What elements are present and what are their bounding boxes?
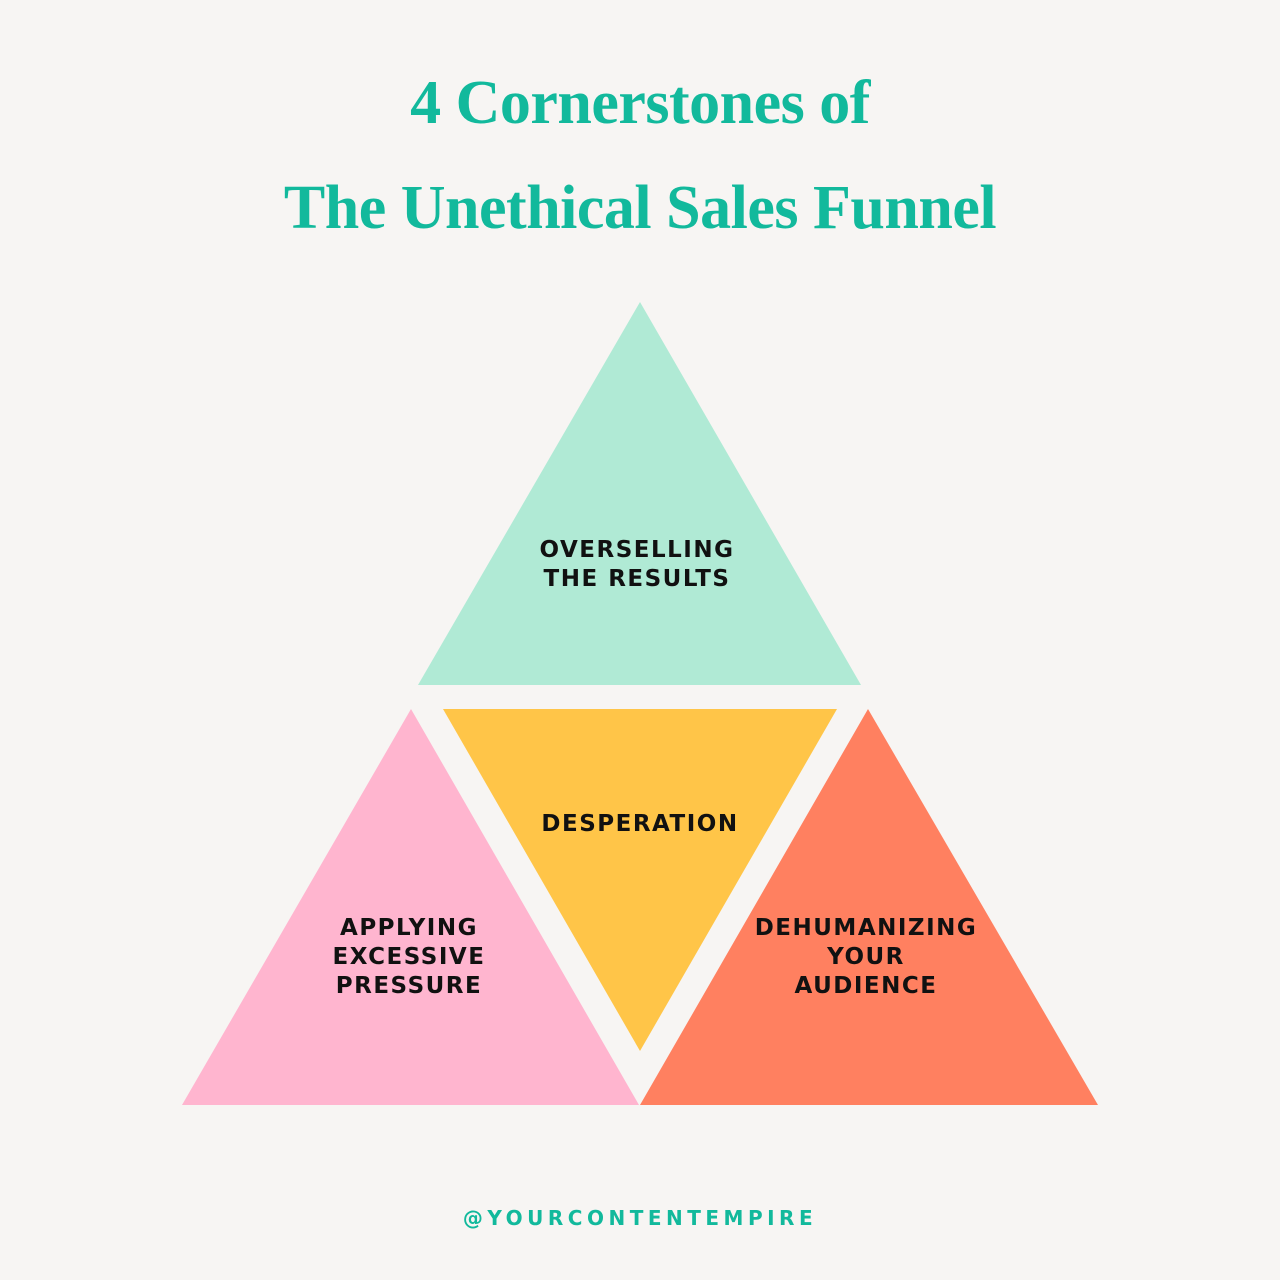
title-line-2: The Unethical Sales Funnel xyxy=(283,174,997,242)
footer-handle: @YOURCONTENTEMPIRE xyxy=(462,1206,818,1230)
label-right: DEHUMANIZING YOUR AUDIENCE xyxy=(754,915,978,999)
triangle-top xyxy=(418,302,861,685)
triangle-left xyxy=(182,709,639,1105)
label-top: OVERSELLING THE RESULTS xyxy=(539,537,735,592)
title-line-1: 4 Cornerstones of xyxy=(410,69,870,137)
triangle-right xyxy=(640,709,1098,1105)
triangle-center xyxy=(443,709,837,1051)
label-left: APPLYING EXCESSIVE PRESSURE xyxy=(332,915,486,999)
label-center: DESPERATION xyxy=(541,811,739,837)
